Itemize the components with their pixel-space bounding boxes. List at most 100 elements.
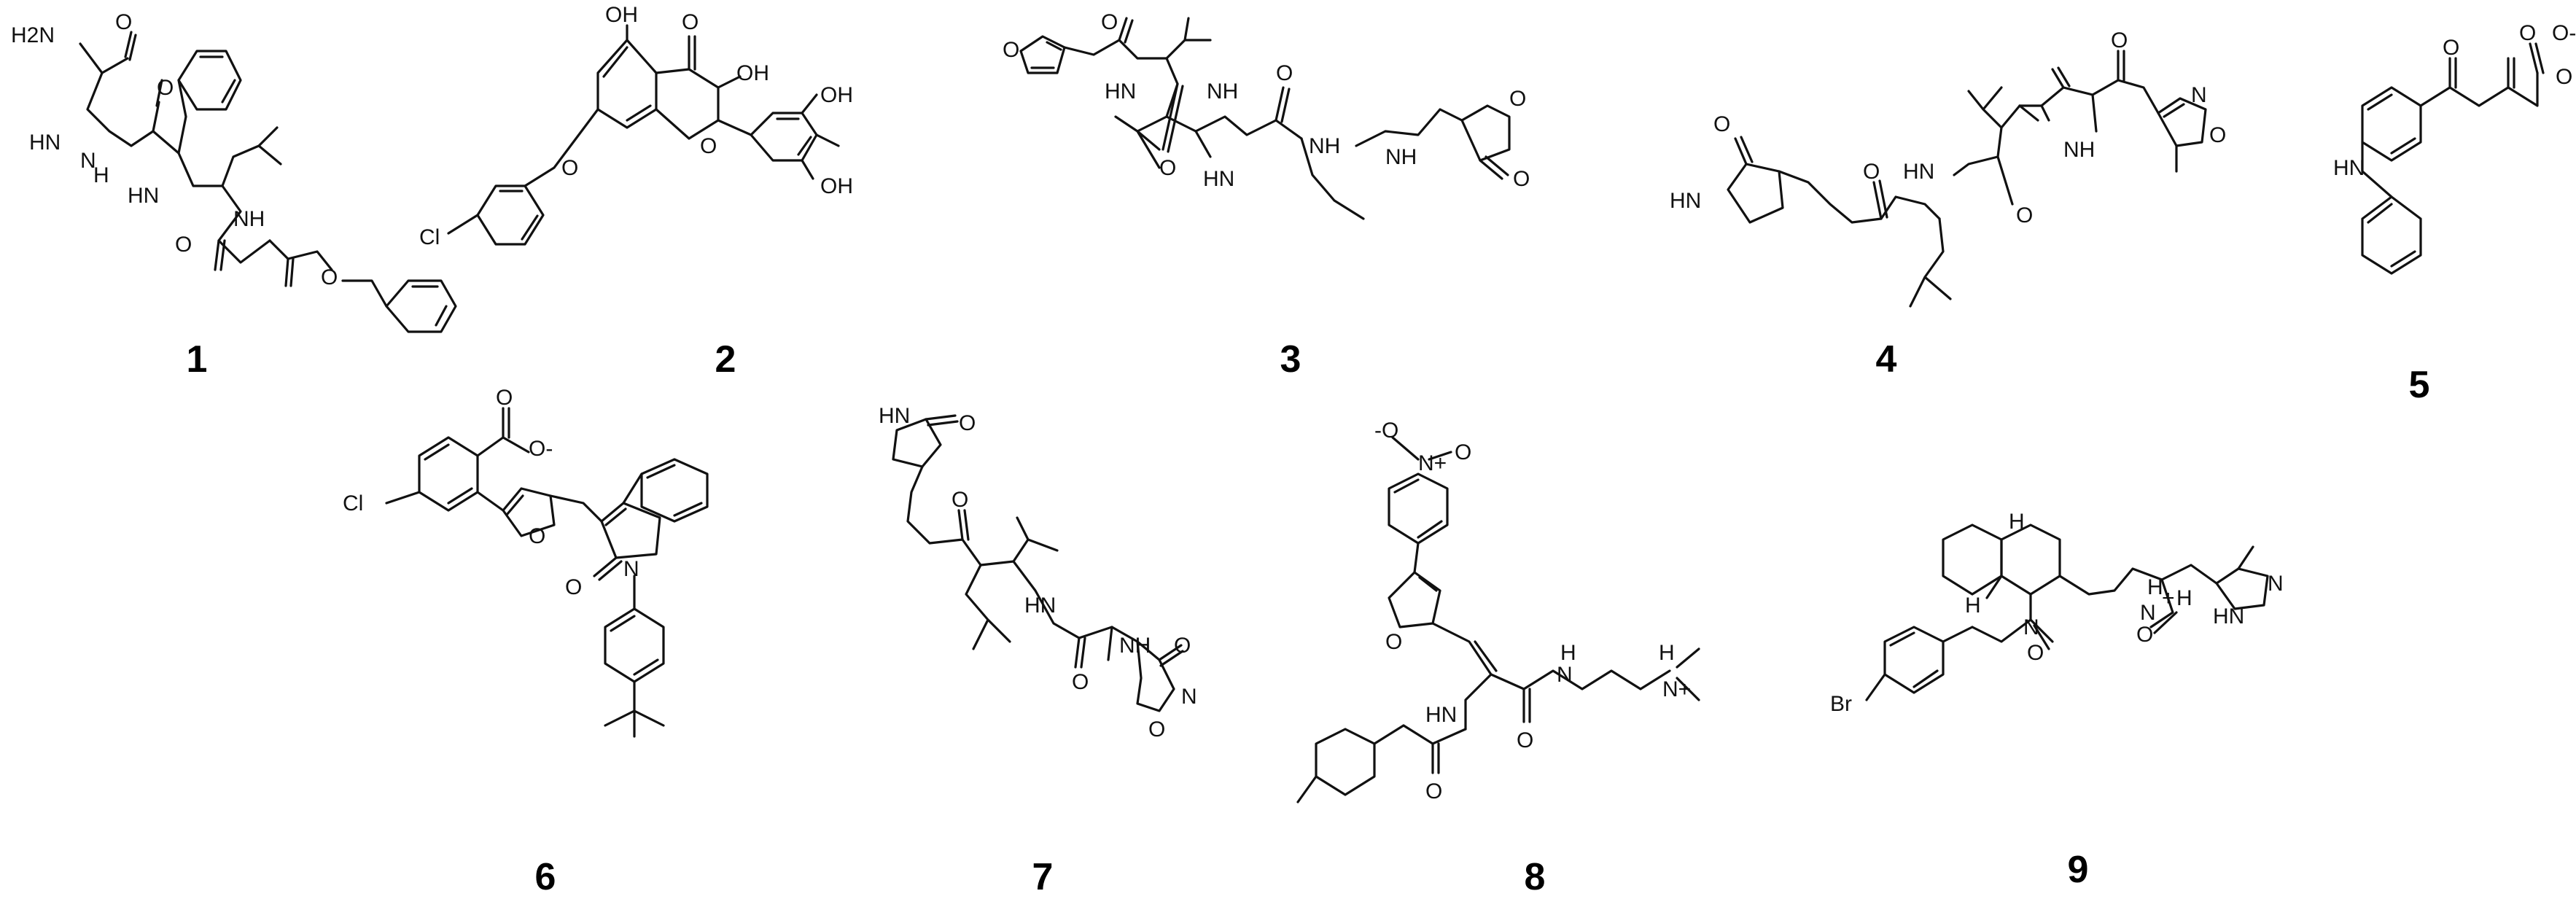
svg-text:O: O — [1509, 87, 1526, 111]
svg-text:HN: HN — [2333, 156, 2365, 180]
svg-text:O: O — [2016, 203, 2033, 227]
compound-9: H H N N H H + O O N HN Br 9 — [1830, 510, 2284, 891]
compound-7-bonds — [892, 414, 1184, 712]
compound-6: O O- Cl O O N 6 — [343, 386, 709, 898]
compound-8-number: 8 — [1525, 856, 1546, 898]
compound-8-atom-labels: -O N+ O O HN O O N H H N+ — [1374, 419, 1691, 803]
svg-text:O: O — [1174, 634, 1191, 658]
compound-9-number: 9 — [2068, 849, 2089, 891]
compound-4-atom-labels: HN O O HN NH O O N O — [1670, 28, 2226, 227]
svg-text:O: O — [1159, 156, 1176, 180]
compound-8-bonds — [1296, 436, 1700, 803]
compound-5-number: 5 — [2409, 364, 2430, 406]
svg-text:+: + — [2162, 586, 2175, 610]
svg-text:HN: HN — [1670, 189, 1701, 213]
svg-text:-O: -O — [1374, 419, 1398, 443]
svg-text:H: H — [1659, 641, 1675, 665]
svg-text:H: H — [1965, 594, 1981, 618]
svg-text:Cl: Cl — [419, 225, 440, 249]
compound-5-bonds — [2361, 42, 2545, 275]
svg-text:N: N — [623, 557, 639, 581]
compound-3-number: 3 — [1280, 338, 1301, 381]
svg-text:O: O — [529, 524, 545, 548]
svg-text:N: N — [1181, 685, 1197, 709]
compound-7-atom-labels: HN O O HN O NH O O N — [879, 404, 1197, 742]
svg-text:O: O — [2027, 641, 2044, 665]
svg-text:OH: OH — [605, 3, 638, 27]
compound-6-bonds — [385, 407, 709, 738]
svg-text:H: H — [93, 163, 109, 187]
svg-text:Cl: Cl — [343, 491, 363, 515]
svg-text:Br: Br — [1830, 692, 1852, 716]
svg-text:HN: HN — [1425, 703, 1457, 727]
svg-text:O: O — [700, 134, 717, 158]
compound-8: -O N+ O O HN O O N H H N+ 8 — [1296, 419, 1700, 898]
compound-9-bonds — [1865, 524, 2269, 701]
svg-text:HN: HN — [1105, 79, 1136, 104]
svg-text:NH: NH — [1207, 79, 1238, 104]
svg-text:N: N — [1557, 663, 1573, 687]
svg-text:O: O — [1863, 160, 1880, 184]
svg-text:O: O — [1148, 717, 1165, 742]
compound-7-number: 7 — [1032, 856, 1054, 898]
svg-text:N: N — [2140, 601, 2156, 625]
compound-3-atom-labels: O O HN NH O O HN NH NH O O — [1003, 10, 1530, 191]
svg-text:O: O — [1713, 112, 1730, 136]
compound-2: OH O OH O O OH OH Cl 2 — [419, 3, 853, 381]
svg-text:O: O — [1276, 61, 1293, 85]
svg-text:N+: N+ — [1418, 451, 1447, 475]
svg-text:HN: HN — [1024, 594, 1056, 618]
svg-text:N+: N+ — [1662, 677, 1691, 701]
compound-4: HN O O HN NH O O N O 4 — [1670, 28, 2226, 381]
compound-3-bonds — [1019, 17, 1511, 220]
compound-1-bonds — [79, 31, 457, 333]
compound-2-number: 2 — [715, 338, 736, 381]
svg-text:O-: O- — [2552, 21, 2576, 45]
svg-text:O: O — [2519, 21, 2536, 45]
svg-text:OH: OH — [820, 83, 853, 107]
svg-text:O: O — [2209, 123, 2226, 147]
compound-6-number: 6 — [535, 856, 556, 898]
compound-1-atom-labels: H2N O HN N H O HN NH O O — [11, 10, 338, 289]
svg-text:O-: O- — [529, 437, 553, 461]
svg-text:O: O — [682, 10, 699, 34]
svg-text:O: O — [1517, 728, 1533, 752]
compound-5: O O O O- HN 5 — [2333, 21, 2576, 406]
svg-text:O: O — [1513, 167, 1530, 191]
compound-9-atom-labels: H H N N H H + O O N HN Br — [1830, 510, 2284, 716]
svg-text:HN: HN — [2213, 604, 2244, 628]
svg-text:O: O — [2556, 65, 2572, 89]
svg-text:O: O — [157, 76, 174, 100]
svg-text:O: O — [1425, 779, 1442, 803]
svg-text:NH: NH — [2063, 138, 2095, 162]
compound-6-atom-labels: O O- Cl O O N — [343, 386, 639, 599]
svg-text:N: N — [2191, 83, 2207, 107]
svg-text:O: O — [1003, 38, 1019, 62]
svg-text:O: O — [1101, 10, 1118, 34]
svg-text:H: H — [2009, 510, 2025, 534]
svg-text:O: O — [1072, 670, 1089, 694]
svg-text:HN: HN — [879, 404, 910, 428]
svg-text:N: N — [80, 149, 96, 173]
svg-text:O: O — [565, 575, 582, 599]
svg-text:O: O — [321, 265, 338, 289]
compound-7: HN O O HN O NH O O N 7 — [879, 404, 1197, 898]
compound-5-atom-labels: O O O O- HN — [2333, 21, 2576, 180]
svg-text:OH: OH — [820, 174, 853, 198]
svg-text:O: O — [1455, 440, 1471, 464]
compound-4-bonds — [1727, 50, 2207, 308]
svg-text:HN: HN — [128, 184, 159, 208]
compound-1: H2N O HN N H O HN NH O O 1 — [11, 10, 457, 381]
svg-text:O: O — [115, 10, 132, 34]
svg-text:O: O — [2443, 36, 2459, 60]
svg-text:HN: HN — [1903, 160, 1934, 184]
svg-text:O: O — [561, 156, 578, 180]
svg-text:N: N — [2268, 572, 2284, 596]
svg-text:HN: HN — [29, 131, 61, 155]
svg-text:O: O — [952, 488, 968, 512]
svg-text:OH: OH — [736, 61, 769, 85]
svg-text:N: N — [2023, 615, 2039, 639]
svg-text:H: H — [2147, 575, 2163, 599]
compound-2-atom-labels: OH O OH O O OH OH Cl — [419, 3, 853, 249]
compound-1-number: 1 — [187, 338, 208, 381]
